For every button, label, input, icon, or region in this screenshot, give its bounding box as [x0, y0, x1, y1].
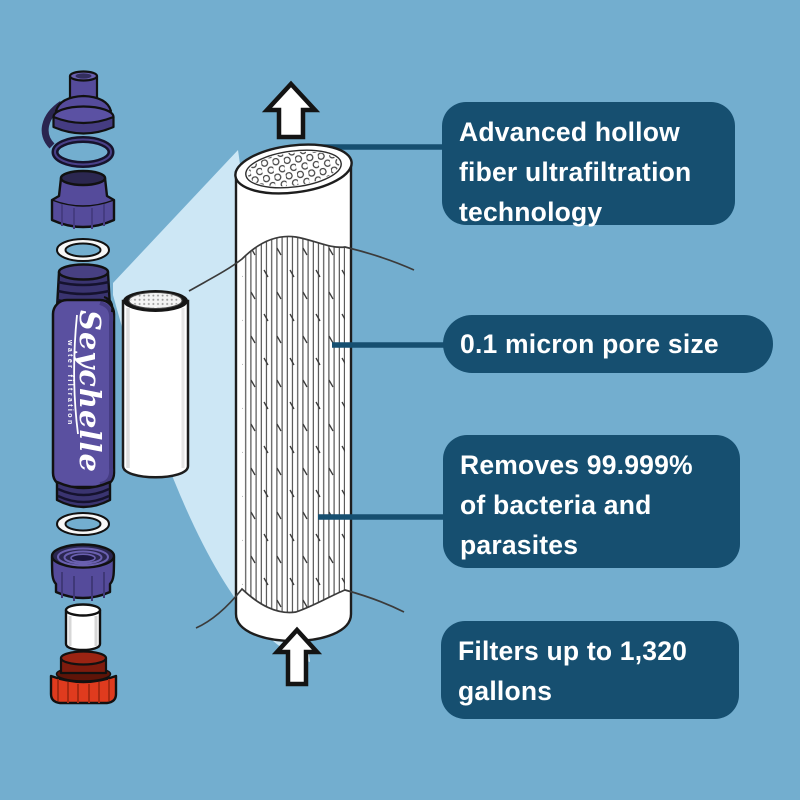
brand-tagline: water filtration [66, 339, 73, 427]
bottle-body: Seychelle water filtration [51, 263, 116, 509]
top-cap [50, 169, 116, 229]
callout-pore-size-text: 0.1 micron pore size [460, 329, 719, 359]
gasket-top [56, 238, 110, 262]
callout-ultrafiltration: Advanced hollow fiber ultrafiltration te… [442, 102, 735, 227]
cartridge-top-face [234, 143, 353, 195]
bottom-cap [50, 543, 116, 601]
callout-pore-size: 0.1 micron pore size [443, 315, 773, 373]
red-cap [49, 650, 118, 705]
cutaway-edge-top [188, 235, 415, 292]
filter-element-small [121, 290, 190, 479]
callout-capacity-text: Filters up to 1,320 gallons [458, 636, 688, 706]
flow-arrow-bottom-icon [271, 626, 323, 687]
exploded-filter-bottle: Seychelle water filtration [41, 70, 118, 705]
fiber-bundle-ticks [242, 236, 345, 613]
callout-ultrafiltration-text: Advanced hollow fiber ultrafiltration te… [459, 117, 692, 227]
callout-removes-bacteria-text: Removes 99.999% of bacteria and parasite… [460, 450, 693, 560]
strap-ring [51, 136, 115, 168]
filter-tube [64, 603, 102, 652]
cutaway-edge-bottom [195, 587, 405, 629]
spout-cap [41, 70, 115, 149]
flow-arrow-top-icon [261, 80, 321, 140]
brand-text: Seychelle [73, 310, 107, 473]
brand-underline [73, 314, 79, 435]
callout-capacity: Filters up to 1,320 gallons [441, 621, 739, 719]
callout-removes-bacteria: Removes 99.999% of bacteria and parasite… [443, 435, 740, 568]
gasket-bottom [56, 512, 110, 536]
